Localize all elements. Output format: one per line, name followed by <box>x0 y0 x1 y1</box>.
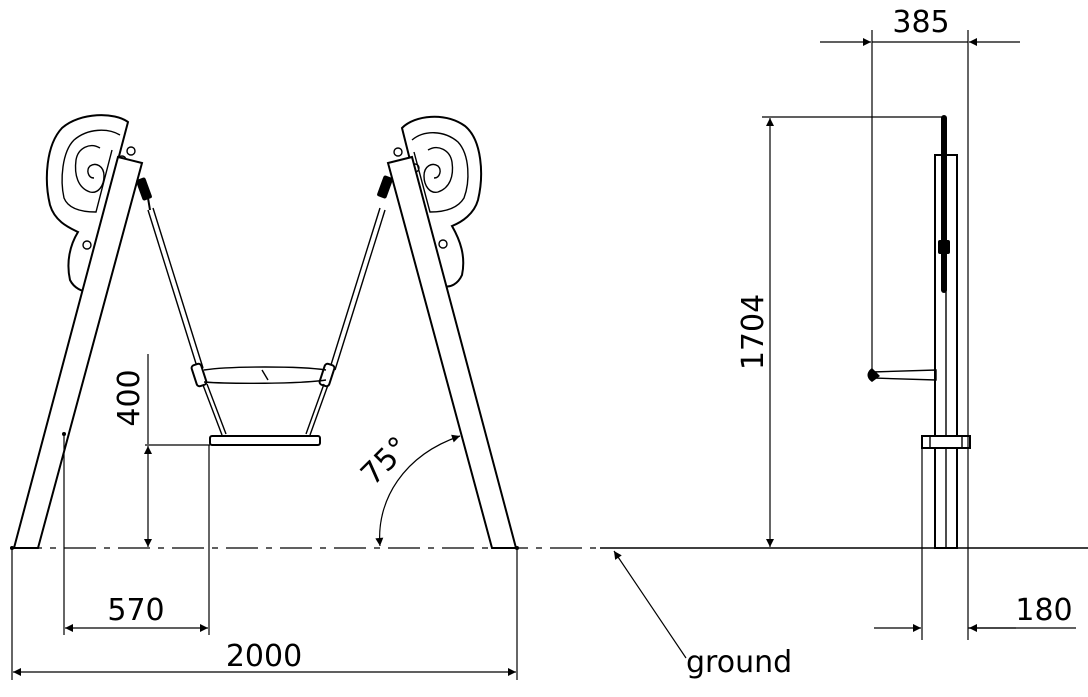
side-view-panel-edge <box>938 115 950 293</box>
swing-seat <box>203 366 327 446</box>
dim-overall-width: 2000 <box>11 548 518 680</box>
side-view-base <box>921 435 971 449</box>
dim-seat-offset-label: 570 <box>107 593 164 628</box>
ground-leader: ground <box>613 550 792 680</box>
right-leg <box>386 155 518 549</box>
ground-label: ground <box>686 645 792 680</box>
dim-seat-height: 400 <box>112 354 210 547</box>
dim-total-height-label: 1704 <box>736 294 771 370</box>
left-chain <box>136 177 227 436</box>
left-leg <box>12 155 144 549</box>
dim-leg-angle-label: 75° <box>354 430 416 492</box>
reference-points <box>10 432 519 550</box>
dim-total-height: 1704 <box>736 116 944 547</box>
dim-side-depth: 385 <box>820 5 1020 548</box>
left-decorative-panel <box>45 114 136 294</box>
dim-seat-offset: 570 <box>63 434 210 635</box>
dim-post-width: 180 <box>874 448 1076 640</box>
dim-seat-height-label: 400 <box>112 369 147 426</box>
side-view-seat <box>867 368 937 382</box>
dim-overall-width-label: 2000 <box>226 639 302 674</box>
right-decorative-panel <box>393 115 483 288</box>
dim-side-depth-label: 385 <box>892 5 949 40</box>
dim-leg-angle: 75° <box>354 430 461 547</box>
dim-post-width-label: 180 <box>1015 593 1072 628</box>
right-chain <box>305 175 393 436</box>
